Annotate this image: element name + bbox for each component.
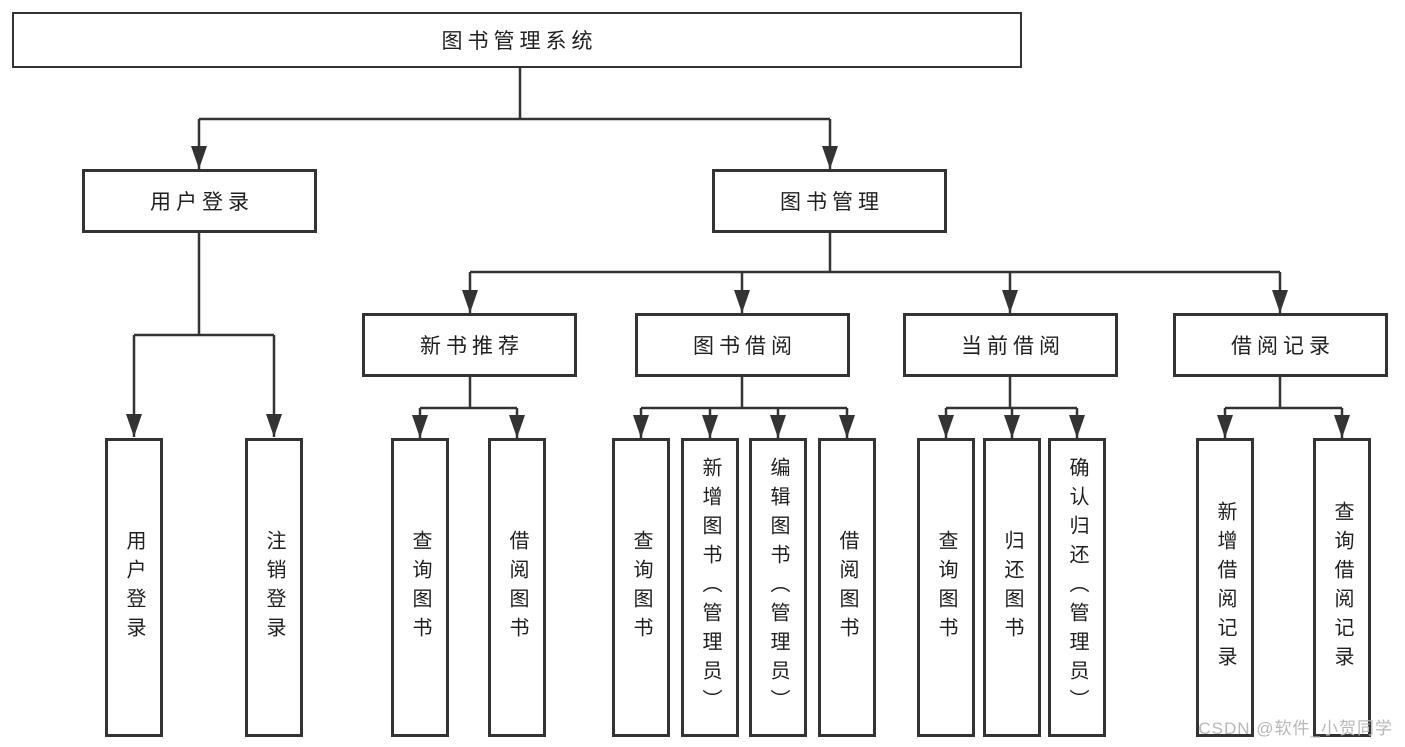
node-label: 新书推荐: [420, 335, 524, 358]
node-label: 当前借阅: [961, 335, 1065, 358]
leaf-edit-book-admin: 编辑图书（管理员）: [749, 438, 807, 737]
leaf-user-login: 用户登录: [105, 438, 163, 737]
leaf-add-book-admin: 新增图书（管理员）: [681, 438, 739, 737]
node-label: 确认归还（管理员）: [1066, 457, 1088, 718]
leaf-logout: 注销登录: [245, 438, 303, 737]
leaf-confirm-return-admin: 确认归还（管理员）: [1048, 438, 1106, 737]
node-label: 图书管理系统: [441, 30, 598, 53]
node-label: 查询图书: [935, 529, 957, 646]
arrow-icon: [1272, 290, 1288, 313]
node-book-management: 图书管理: [712, 169, 947, 233]
leaf-borrow-books-recommend: 借阅图书: [488, 438, 546, 737]
arrow-icon: [509, 415, 525, 438]
leaf-return-books: 归还图书: [983, 438, 1041, 737]
node-new-book-recommend: 新书推荐: [362, 313, 577, 377]
node-label: 编辑图书（管理员）: [767, 457, 789, 718]
arrow-icon: [1002, 290, 1018, 313]
node-label: 归还图书: [1001, 529, 1023, 646]
node-label: 借阅图书: [836, 529, 858, 646]
leaf-query-borrow-record: 查询借阅记录: [1313, 438, 1371, 737]
arrow-icon: [702, 415, 718, 438]
node-label: 查询图书: [409, 529, 431, 646]
node-label: 用户登录: [123, 529, 145, 646]
leaf-borrow-books: 借阅图书: [818, 438, 876, 737]
arrow-icon: [1217, 415, 1233, 438]
node-label: 借阅图书: [506, 529, 528, 646]
arrow-icon: [1069, 415, 1085, 438]
arrowheads: [126, 146, 1350, 438]
node-label: 查询图书: [630, 529, 652, 646]
csdn-watermark: CSDN @软件_小贺同学: [1198, 719, 1393, 738]
node-label: 图书借阅: [693, 335, 797, 358]
arrow-icon: [266, 414, 282, 437]
leaf-add-borrow-record: 新增借阅记录: [1196, 438, 1254, 737]
arrow-icon: [734, 290, 750, 313]
arrow-icon: [191, 146, 207, 169]
tree-edges: [132, 68, 1344, 438]
arrow-icon: [412, 415, 428, 438]
arrow-icon: [938, 415, 954, 438]
arrow-icon: [822, 146, 838, 169]
node-label: 借阅记录: [1231, 335, 1335, 358]
node-current-borrowing: 当前借阅: [903, 313, 1118, 377]
leaf-query-books-current: 查询图书: [917, 438, 975, 737]
node-user-login: 用户登录: [82, 169, 317, 233]
arrow-icon: [633, 415, 649, 438]
node-label: 新增图书（管理员）: [699, 457, 721, 718]
node-label: 用户登录: [150, 191, 254, 214]
arrow-icon: [462, 290, 478, 313]
node-root: 图书管理系统: [12, 12, 1022, 68]
node-label: 注销登录: [263, 529, 285, 646]
arrow-icon: [1334, 415, 1350, 438]
arrow-icon: [1004, 415, 1020, 438]
leaf-query-books-borrow: 查询图书: [612, 438, 670, 737]
node-label: 新增借阅记录: [1214, 500, 1236, 675]
arrow-icon: [770, 415, 786, 438]
leaf-query-books-recommend: 查询图书: [391, 438, 449, 737]
arrow-icon: [126, 414, 142, 437]
arrow-icon: [839, 415, 855, 438]
node-borrowing-records: 借阅记录: [1173, 313, 1388, 377]
node-book-borrowing: 图书借阅: [635, 313, 850, 377]
node-label: 查询借阅记录: [1331, 500, 1353, 675]
node-label: 图书管理: [780, 191, 884, 214]
